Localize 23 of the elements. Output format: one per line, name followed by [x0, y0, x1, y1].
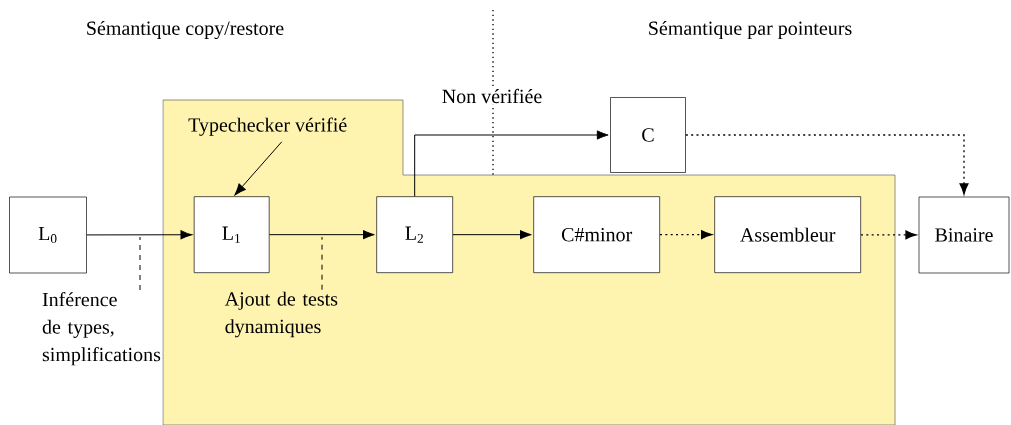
- arrow: [414, 130, 609, 197]
- leader-line: [139, 236, 141, 291]
- process-box: Binaire: [918, 196, 1010, 274]
- process-box: C: [610, 97, 686, 173]
- arrow: [685, 134, 969, 195]
- annotation-text: Inférence de types, simplifications: [42, 292, 161, 366]
- process-box: C#minor: [533, 196, 660, 273]
- arrow: [269, 230, 375, 240]
- process-box: Assembleur: [714, 196, 861, 273]
- leader-line: [321, 236, 323, 291]
- section-heading: Sémantique par pointeurs: [649, 20, 852, 40]
- arrow: [86, 230, 193, 240]
- leader-arrow: [234, 141, 283, 196]
- process-box: L$_{2}$: [376, 196, 453, 273]
- process-box: L$_{1}$: [193, 196, 270, 273]
- annotation-text: Ajout de tests dynamiques: [224, 291, 338, 338]
- process-box: L$_{0}$: [9, 196, 87, 274]
- arrow: [860, 230, 917, 240]
- edge-label: Non vérifiée: [442, 88, 542, 104]
- annotation-text: Typechecker vérifié: [188, 117, 347, 136]
- arrow: [659, 230, 713, 240]
- section-heading: Sémantique copy/restore: [87, 20, 284, 40]
- arrow: [452, 230, 532, 240]
